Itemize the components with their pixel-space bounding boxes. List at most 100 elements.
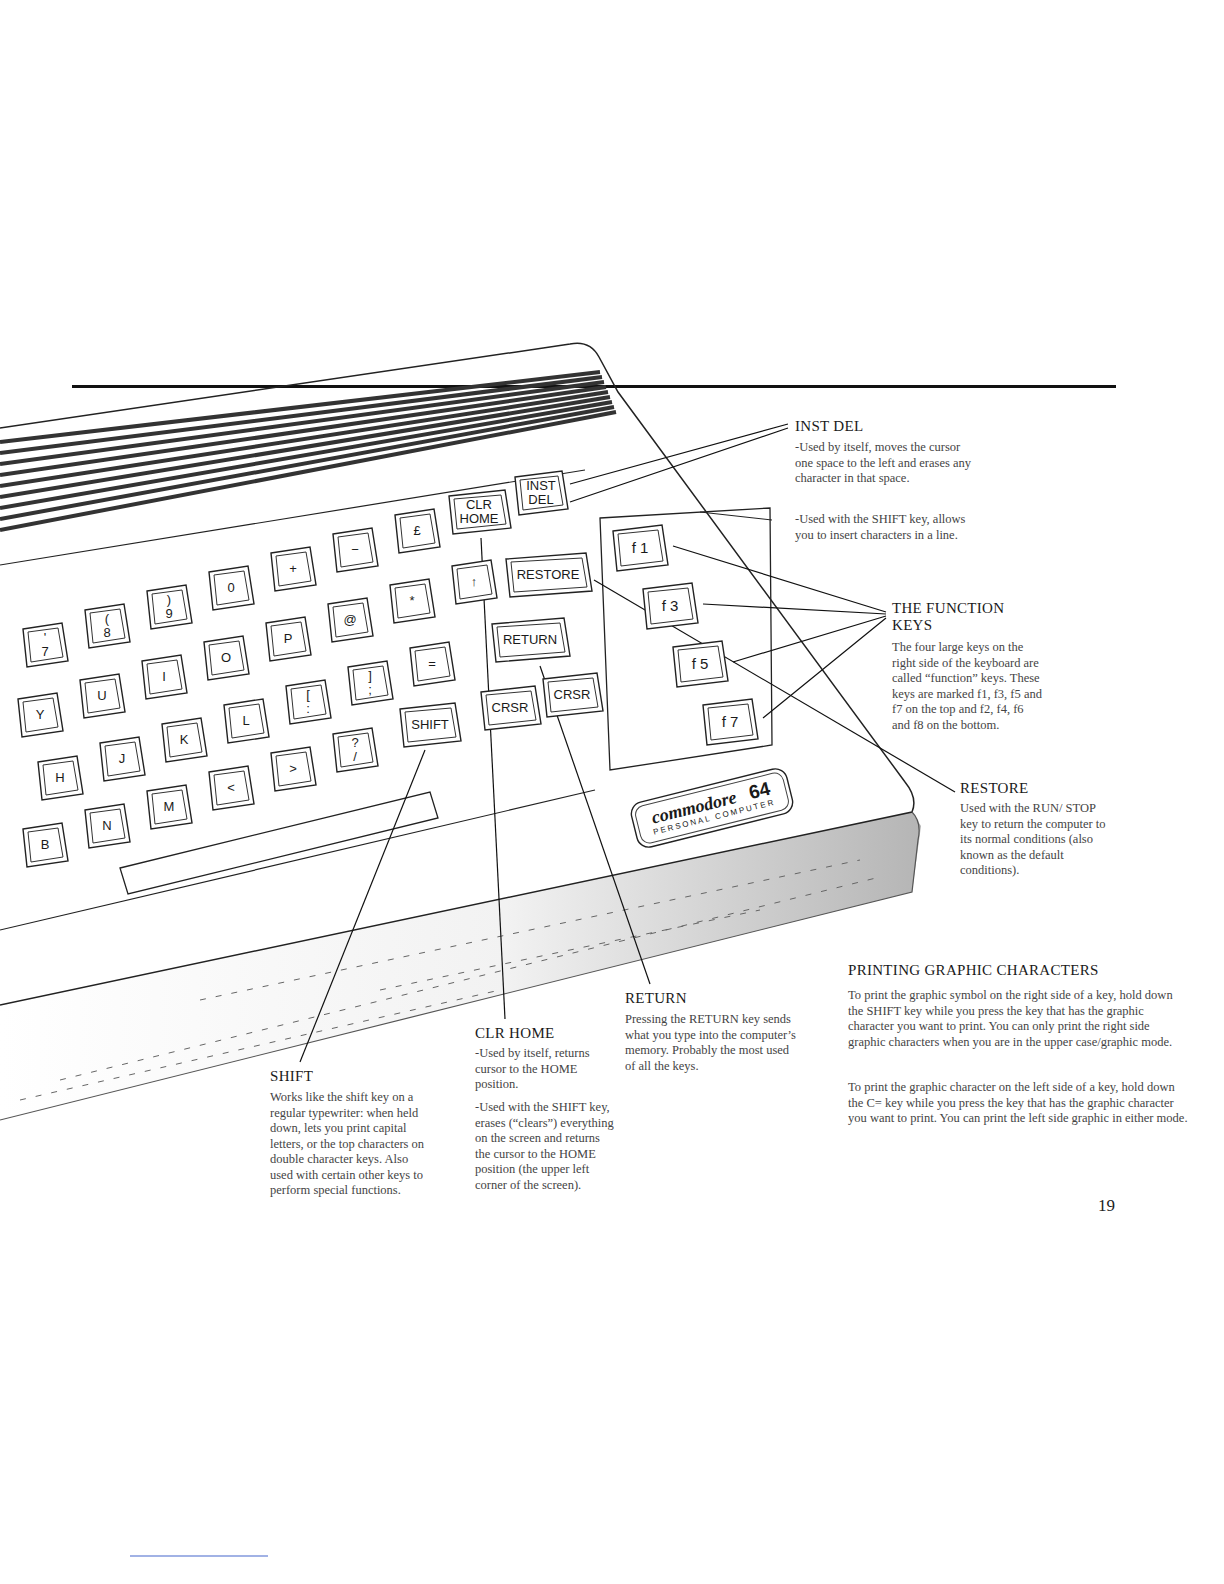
leader-line	[570, 424, 788, 502]
key-legend-group: Y	[36, 708, 45, 722]
keycap-top	[338, 733, 373, 767]
keycap-base	[209, 766, 254, 810]
keyboard-key: CRSR	[479, 685, 542, 731]
key-legend: f 1	[632, 540, 649, 556]
key-legend: £	[413, 524, 420, 538]
key-legend-group: *	[409, 594, 414, 608]
label-slot: THE FUNCTION KEYS	[892, 600, 1032, 634]
label-slot: RESTORE	[960, 780, 1120, 797]
keyboard-key: Y	[16, 692, 64, 738]
keyboard-key: RESTORE	[504, 552, 593, 598]
key-legend: ?	[351, 736, 358, 750]
keycap-base	[147, 585, 192, 629]
keycap-base	[390, 579, 435, 623]
key-legend-group: P	[284, 632, 293, 646]
key-legend-group: −	[351, 543, 359, 557]
keycap-base	[333, 528, 378, 572]
key-legend: f 7	[722, 714, 739, 730]
keyboard-key: J	[98, 736, 146, 782]
label-slot: -Used by itself, moves the cursor one sp…	[795, 440, 975, 487]
frame-line	[700, 512, 772, 520]
keyboard-key: I	[140, 654, 188, 700]
label-slot: Used with the RUN/ STOP key to return th…	[960, 801, 1115, 879]
keycap-top	[520, 476, 563, 510]
leader-line	[673, 546, 886, 718]
keycap-top	[152, 590, 187, 624]
keycap-top	[85, 679, 120, 713]
key-legend: *	[409, 594, 414, 608]
keycap-base	[515, 471, 568, 515]
callout-text: -Used with the SHIFT key, erases (“clear…	[475, 1100, 615, 1193]
keyboard-key: *	[388, 578, 436, 624]
label-slot: -Used with the SHIFT key, erases (“clear…	[475, 1100, 615, 1193]
keycap-top	[28, 628, 63, 662]
key-legend: INST	[526, 479, 556, 493]
callout-heading: INST DEL	[795, 418, 995, 435]
key-legend: <	[227, 781, 235, 795]
key-legend: P	[284, 632, 293, 646]
key-legend-group: B	[41, 838, 50, 852]
keycap-base	[85, 604, 130, 648]
key-legend-group: I	[162, 670, 166, 684]
label-slot: -Used with the SHIFT key, allows you to …	[795, 512, 975, 543]
keycap-top	[618, 530, 663, 566]
key-legend-group: J	[119, 752, 126, 766]
keyboard-key: ?/	[331, 727, 379, 773]
label-slot: RETURN	[625, 990, 795, 1007]
key-legend-group: '7	[41, 631, 48, 659]
label-slot: To print the graphic character on the le…	[848, 1080, 1188, 1127]
key-legend-group: f 3	[662, 598, 679, 614]
key-legend: 7	[41, 645, 48, 659]
key-legend-group: O	[221, 651, 231, 665]
paragraph: To print the graphic symbol on the right…	[848, 988, 1188, 1050]
function-key: f 7	[701, 698, 759, 746]
key-legend: J	[119, 752, 126, 766]
keycap-base	[481, 686, 541, 730]
keycap-base	[410, 642, 455, 686]
key-legend: 0	[227, 581, 234, 595]
label-slot: CLR HOME	[475, 1025, 615, 1042]
function-key: f 1	[611, 524, 669, 572]
key-legend: O	[221, 651, 231, 665]
keycap-base	[643, 583, 698, 629]
nameplate-badge: commodore64PERSONAL COMPUTER	[628, 765, 797, 851]
key-legend-group: CRSR	[554, 688, 591, 702]
key-legend: H	[55, 771, 64, 785]
keycap-top	[333, 603, 368, 637]
keyboard-key: >	[269, 746, 317, 792]
key-legend: :	[306, 702, 310, 716]
keycap-base	[23, 823, 68, 867]
keycap-base	[271, 547, 316, 591]
keyboard-key: CLRHOME	[447, 489, 512, 535]
key-legend-group: [:	[306, 688, 310, 716]
keyboard-key: B	[21, 822, 69, 868]
keycap-base	[266, 617, 311, 661]
keycap-base	[204, 636, 249, 680]
keyboard-key: INSTDEL	[513, 470, 569, 516]
key-legend-group: @	[343, 613, 356, 627]
callout-heading: CLR HOME	[475, 1025, 615, 1042]
key-legend-group: K	[180, 733, 189, 747]
keycap-base	[142, 655, 187, 699]
keycap-top	[214, 771, 249, 805]
callout-text: -Used by itself, moves the cursor one sp…	[795, 440, 975, 487]
label-slot: Pressing the RETURN key sends what you t…	[625, 1012, 797, 1074]
key-legend: (	[103, 612, 110, 626]
keycap-base	[452, 560, 497, 604]
key-legend: 9	[165, 607, 172, 621]
keycap-base	[224, 699, 269, 743]
key-legend-group: ?/	[351, 736, 358, 764]
keycap-top	[400, 514, 435, 548]
callout-text: -Used with the SHIFT key, allows you to …	[795, 512, 975, 543]
keycap-base	[286, 680, 331, 724]
key-legend: CRSR	[492, 701, 529, 715]
key-legend: B	[41, 838, 50, 852]
label-slot: 19	[1098, 1196, 1138, 1216]
callout-text: Used with the RUN/ STOP key to return th…	[960, 801, 1115, 879]
key-legend: )	[165, 593, 172, 607]
key-legend-group: CLRHOME	[460, 498, 499, 526]
keyboard-key: P	[264, 616, 312, 662]
label-slot: Works like the shift key on a regular ty…	[270, 1090, 430, 1199]
callout-heading: RETURN	[625, 990, 795, 1007]
